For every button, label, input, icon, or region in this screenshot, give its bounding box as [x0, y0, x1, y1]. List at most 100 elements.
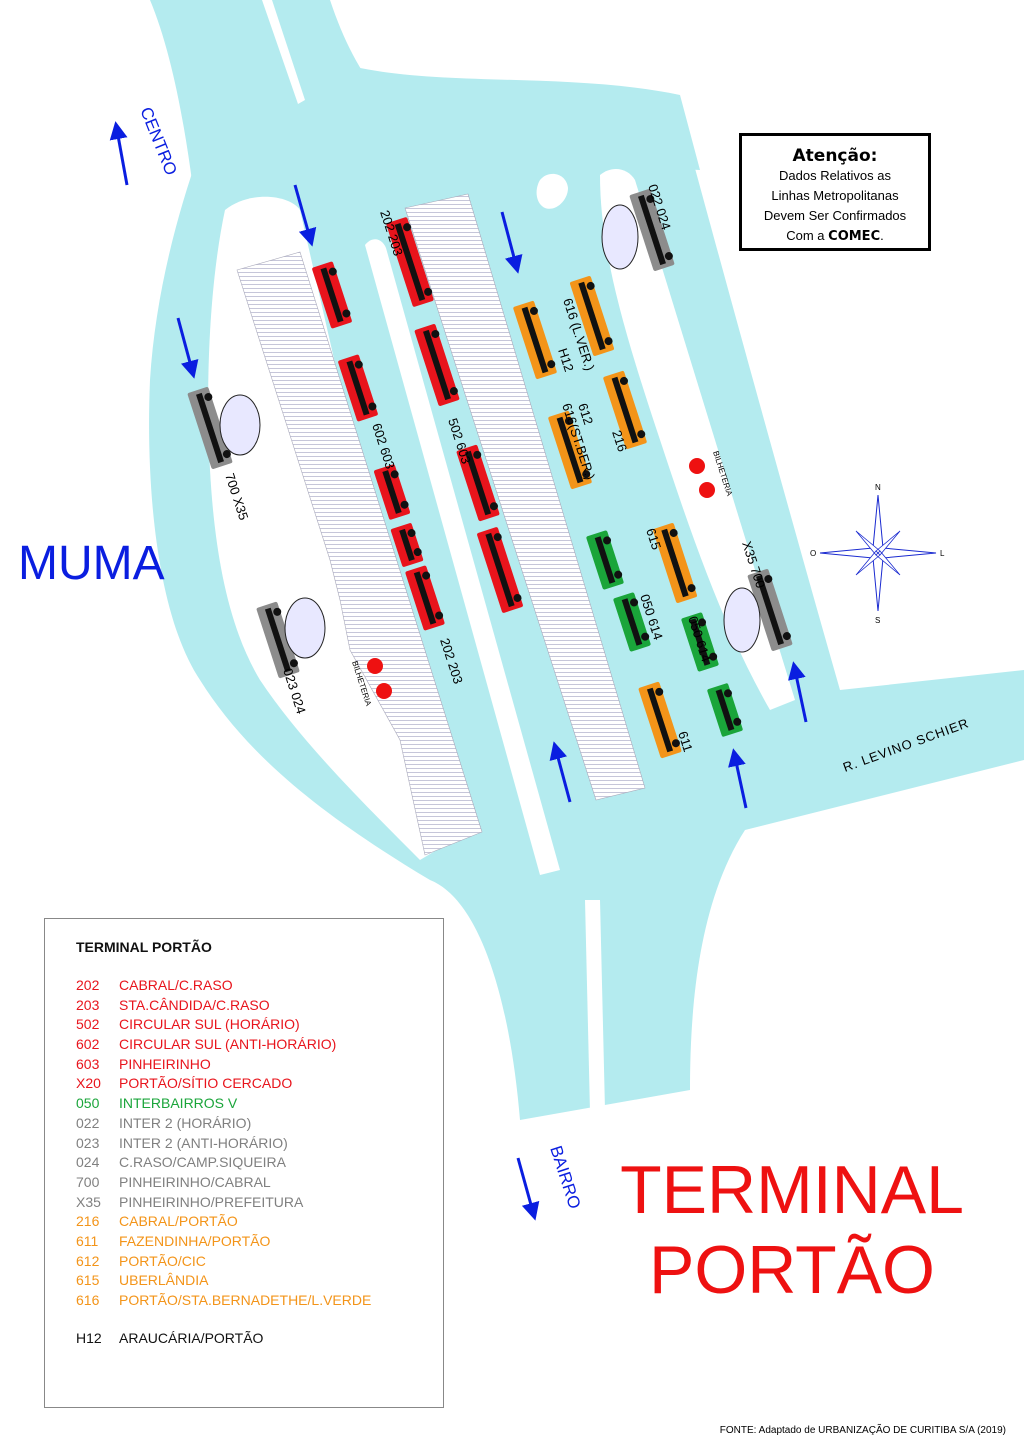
legend-code: 024	[76, 1154, 100, 1171]
bus-icon	[386, 217, 434, 307]
shelter-icon	[284, 597, 326, 659]
shelter-icon	[601, 204, 639, 270]
legend-code: X20	[76, 1075, 101, 1092]
attention-comec: COMEC	[828, 229, 881, 244]
legend-code: 612	[76, 1252, 100, 1269]
arrow-icon	[516, 1157, 540, 1221]
bus-line-label: H12	[555, 346, 577, 373]
legend-item: 603 PINHEIRINHO	[76, 1056, 443, 1076]
legend-code: 700	[76, 1173, 100, 1190]
arrow-icon	[500, 211, 523, 274]
compass-rose: N S O L	[810, 483, 945, 625]
attention-prefix: Com a	[786, 228, 829, 243]
arrow-icon	[788, 661, 808, 723]
legend-item: 203 STA.CÂNDIDA/C.RASO	[76, 997, 443, 1017]
island-center-divider	[365, 239, 560, 875]
ticket-dot	[376, 683, 392, 699]
attention-line: Linhas Metropolitanas	[771, 188, 899, 203]
legend-name: ARAUCÁRIA/PORTÃO	[119, 1329, 264, 1346]
bus-line-label: 611	[675, 729, 696, 753]
bus-icon	[629, 189, 675, 271]
legend-item: 602 CIRCULAR SUL (ANTI-HORÁRIO)	[76, 1036, 443, 1056]
island-right-top	[600, 168, 795, 710]
flow-arrows	[109, 121, 808, 1221]
legend-name: INTERBAIRROS V	[119, 1095, 238, 1112]
legend-name: UBERLÂNDIA	[119, 1272, 209, 1289]
shelters	[219, 204, 761, 659]
legend-item: 615 UBERLÂNDIA	[76, 1272, 443, 1292]
bus-icon	[374, 464, 410, 520]
legend-item: 612 PORTÃO/CIC	[76, 1253, 443, 1273]
bus-icon	[638, 681, 682, 759]
bus-icon	[312, 261, 352, 329]
page-title: TERMINAL PORTÃO	[612, 1150, 972, 1310]
legend-item: 024 C.RASO/CAMP.SIQUEIRA	[76, 1154, 443, 1174]
legend-code: 611	[76, 1232, 99, 1249]
legend-code: 603	[76, 1055, 100, 1072]
compass-s: S	[875, 616, 880, 625]
legend-name: PORTÃO/CIC	[119, 1252, 206, 1269]
shelter-icon	[219, 394, 261, 456]
bus-icon	[390, 523, 424, 567]
arrow-icon	[293, 184, 317, 247]
legend-name: PINHEIRINHO	[119, 1055, 211, 1072]
legend-code: 203	[76, 996, 100, 1013]
title-line-2: PORTÃO	[649, 1232, 935, 1308]
legend-name: C.RASO/CAMP.SIQUEIRA	[119, 1154, 287, 1171]
ticket-dot	[367, 658, 383, 674]
arrow-icon	[109, 121, 129, 186]
attention-line: Devem Ser Confirmados	[763, 208, 907, 223]
bus-icon	[747, 569, 793, 651]
legend-code: 202	[76, 977, 100, 993]
compass-n: N	[875, 483, 881, 492]
platform-2	[404, 193, 646, 801]
legend-code: 615	[76, 1272, 100, 1289]
island-top-left-divider	[262, 0, 305, 104]
legend-name: STA.CÂNDIDA/C.RASO	[119, 996, 270, 1013]
legend-name: PINHEIRINHO/PREFEITURA	[119, 1193, 304, 1210]
attention-line: Dados Relativos as	[779, 168, 891, 183]
road-north-arc	[330, 60, 700, 170]
ticket-dot	[699, 482, 715, 498]
compass-l: L	[940, 549, 945, 558]
bus-icon	[548, 410, 592, 490]
legend-item: 502 CIRCULAR SUL (HORÁRIO)	[76, 1016, 443, 1036]
muma-label: MUMA	[18, 537, 165, 590]
legend-code: 616	[76, 1292, 100, 1308]
ticket-dot	[689, 458, 705, 474]
bus-line-label: 216	[609, 428, 630, 453]
legend-code: 602	[76, 1036, 100, 1053]
platform-1	[236, 251, 483, 856]
arrow-icon	[728, 748, 748, 809]
legend-name: CIRCULAR SUL (HORÁRIO)	[119, 1016, 300, 1033]
legend-code: 502	[76, 1016, 100, 1033]
bus-icon	[456, 444, 500, 522]
bus-icon	[338, 354, 378, 422]
bus-icon	[681, 612, 719, 672]
bus-icon	[586, 530, 624, 590]
source-note: FONTE: Adaptado de URBANIZAÇÃO DE CURITI…	[719, 1425, 1006, 1436]
legend-code: 216	[76, 1213, 100, 1230]
bus-line-label: 612	[575, 401, 596, 426]
island-small	[536, 173, 568, 209]
bus-icon	[613, 592, 651, 652]
shelter-icon	[723, 587, 761, 653]
attention-box: Atenção: Dados Relativos as Linhas Metro…	[739, 133, 931, 251]
label-centro: CENTRO	[136, 104, 181, 178]
legend-name: CIRCULAR SUL (ANTI-HORÁRIO)	[119, 1036, 337, 1053]
bus-icon	[477, 527, 523, 613]
attention-suffix: .	[880, 228, 884, 243]
attention-title: Atenção:	[792, 146, 878, 166]
bus-icon	[405, 565, 445, 631]
arrow-icon	[176, 317, 199, 379]
island-bottom-divider	[585, 900, 605, 1112]
